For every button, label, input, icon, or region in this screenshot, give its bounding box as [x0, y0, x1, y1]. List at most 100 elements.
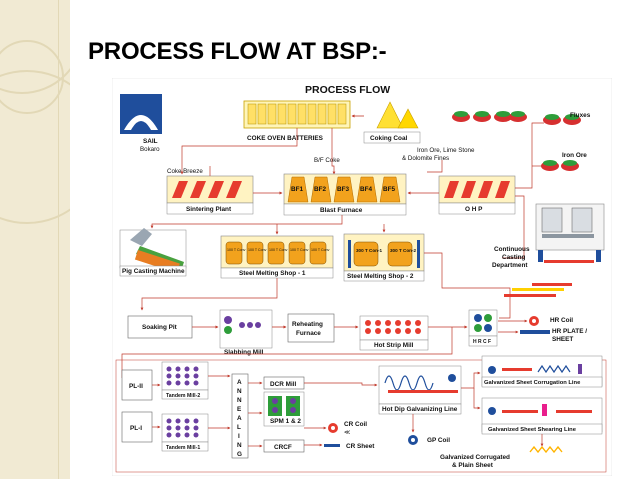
slide-title: PROCESS FLOW AT BSP:- — [88, 38, 387, 65]
hot-dip-galvanizing-line — [378, 365, 462, 405]
coke-oven-batteries-label: COKE OVEN BATTERIES — [247, 135, 324, 142]
slabbing-mill-label: Slabbing Mill — [224, 349, 264, 356]
continuous-casting-line3: Department — [492, 262, 528, 269]
continuous-casting-machine — [504, 203, 605, 297]
hr-coil-label: HR Coil — [550, 317, 573, 324]
tandem-mill-2 — [161, 361, 209, 391]
gp-coil-icon — [408, 435, 418, 445]
blast-furnace-label: Blast Furnace — [320, 207, 363, 214]
decorative-side-panel — [0, 0, 70, 479]
hot-dip-box — [378, 403, 462, 415]
bf3-label: BF3 — [337, 186, 350, 193]
blast-furnace-box — [283, 203, 407, 216]
cr-sheet-icon — [324, 444, 340, 447]
continuous-casting-line1: Continuous — [494, 246, 530, 253]
bf4-label: BF4 — [360, 186, 373, 193]
iron-ore-limestone-label: Iron Ore, Lime Stone — [417, 147, 475, 154]
annealing-letter-7: I — [238, 433, 240, 440]
cr-sheet-label: CR Sheet — [346, 443, 375, 450]
bf-coke-label: B/F Coke — [314, 157, 340, 164]
cr-coil-mark: ≪ — [344, 429, 350, 436]
tandem-mill-2-box — [161, 389, 209, 400]
cr-coil-icon — [328, 423, 338, 433]
reheating-furnace-line1: Reheating — [292, 321, 323, 328]
bf1-label: BF1 — [291, 186, 304, 193]
spm-label: SPM 1 & 2 — [270, 418, 301, 425]
annealing-box — [231, 373, 249, 459]
continuous-casting-line2: Casting — [502, 254, 526, 261]
annealing-letter-5: A — [237, 415, 242, 422]
sms1-vessel-3: 100 T Conv — [269, 248, 288, 252]
fluxes-label: Fluxes — [570, 112, 591, 119]
iron-ore-piles — [541, 160, 579, 171]
corrugation-line-label: Galvanized Sheet Corrugation Line — [484, 380, 581, 386]
corrugated-sheet-icon — [529, 445, 563, 454]
sms1-vessel-5: 100 T Conv — [311, 248, 330, 252]
hot-dip-label: Hot Dip Galvanizing Line — [382, 406, 458, 413]
sms1-vessel-4: 100 T Conv — [290, 248, 309, 252]
sms1-group — [220, 235, 334, 269]
tandem-mill-1 — [161, 413, 209, 443]
bf5-label: BF5 — [383, 186, 396, 193]
crcf-box — [263, 439, 305, 453]
fluxes-piles — [543, 114, 581, 125]
annealing-letter-4: E — [237, 406, 242, 413]
sms1-vessel-1: 100 T Conv — [227, 248, 246, 252]
crcf-label: CRCF — [274, 444, 292, 451]
sintering-plant-label: Sintering Plant — [186, 206, 232, 213]
sms2-box — [343, 270, 425, 282]
sms2-label: Steel Melting Shop - 2 — [347, 273, 414, 280]
sms2-vessel-1: 300 T Con-1 — [356, 248, 382, 253]
hr-plate-icon — [520, 330, 550, 334]
coking-coal-box — [363, 131, 421, 144]
hot-strip-mill-box — [359, 339, 429, 351]
annealing-letter-3: N — [237, 397, 242, 404]
coking-coal-pile — [376, 101, 419, 129]
pl2-label: PL-II — [129, 383, 143, 390]
soaking-pit-label: Soaking Pit — [142, 324, 178, 331]
pig-casting-label: Pig Casting Machine — [122, 268, 185, 275]
dcr-mill-label: DCR Mill — [270, 381, 296, 388]
shearing-line-label: Galvanized Sheet Shearing Line — [488, 427, 577, 433]
dolomite-fines-label: & Dolomite Fines — [402, 155, 449, 162]
coke-oven-batteries — [243, 100, 351, 129]
sms2-vessel-2: 300 T Con-2 — [390, 248, 416, 253]
hr-plate-line1: HR PLATE / — [552, 328, 587, 335]
pl1-box — [121, 411, 153, 443]
hr-coil-icon — [529, 316, 539, 326]
spm — [263, 391, 305, 427]
raw-material-piles — [452, 111, 527, 122]
cold-rolling-frame — [115, 359, 607, 473]
galvanized-output-line2: & Plain Sheet — [452, 462, 494, 469]
sms1-vessel-2: 100 T Conv — [248, 248, 267, 252]
sintering-plant-box — [166, 202, 254, 215]
gp-coil-label: GP Coil — [427, 437, 450, 444]
annealing-letter-1: A — [237, 379, 242, 386]
annealing-letter-9: G — [237, 451, 242, 458]
tandem-mill-2-label: Tandem Mill-2 — [166, 393, 200, 399]
bf2-label: BF2 — [314, 186, 327, 193]
annealing-letter-6: L — [237, 424, 241, 431]
logo-text-bokaro: Bokaro — [140, 146, 160, 153]
coke-breeze-label: Coke Breeze — [167, 168, 203, 175]
process-flow-diagram: PROCESS FLOW SAIL Bokaro COKE OVEN BATTE… — [112, 78, 612, 476]
pig-casting-box — [119, 265, 187, 277]
hrcf-label: H R C F — [473, 339, 491, 345]
pl1-label: PL-I — [130, 425, 142, 432]
diagram-title: PROCESS FLOW — [305, 84, 390, 96]
pig-casting-machine — [119, 228, 187, 274]
corrugation-line-box — [481, 376, 603, 388]
sintering-plant — [166, 175, 254, 204]
tandem-mill-1-label: Tandem Mill-1 — [166, 445, 200, 451]
blast-furnace-group — [283, 173, 407, 205]
hrcf-box — [468, 335, 498, 347]
hr-plate-line2: SHEET — [552, 336, 573, 343]
galvanized-output-line1: Galvanized Corrugated — [440, 454, 510, 461]
hot-strip-mill — [359, 315, 429, 341]
iron-ore-label: Iron Ore — [562, 152, 587, 159]
annealing-letter-8: N — [237, 442, 242, 449]
slabbing-mill — [219, 309, 273, 349]
logo-text-sail: SAIL — [143, 138, 158, 145]
coking-coal-label: Coking Coal — [370, 135, 408, 142]
annealing-letter-2: N — [237, 388, 242, 395]
